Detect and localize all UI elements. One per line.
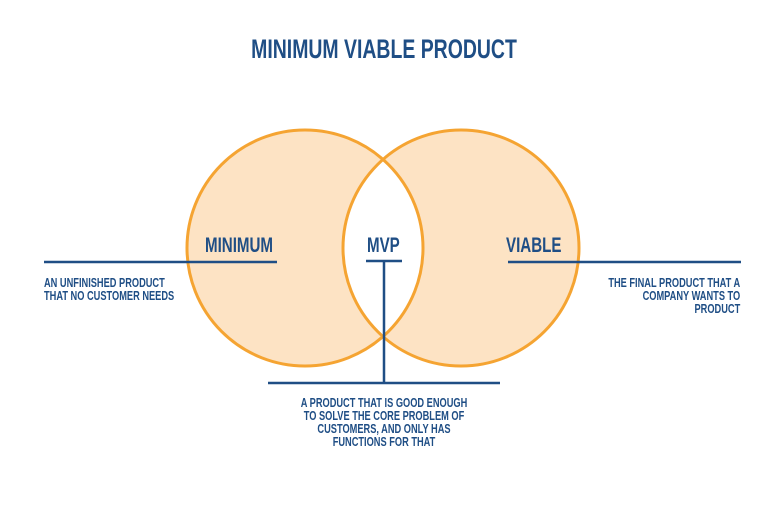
minimum-label: MINIMUM <box>205 234 274 257</box>
intersection-area <box>343 130 423 366</box>
minimum-description: AN UNFINISHED PRODUCT THAT NO CUSTOMER N… <box>44 276 175 303</box>
viable-description: THE FINAL PRODUCT THAT A COMPANY WANTS T… <box>608 276 740 316</box>
mvp-label: MVP <box>367 234 400 257</box>
diagram-title: MINIMUM VIABLE PRODUCT <box>251 34 517 64</box>
mvp-description: A PRODUCT THAT IS GOOD ENOUGH TO SOLVE T… <box>300 396 468 449</box>
viable-label: VIABLE <box>506 234 562 257</box>
